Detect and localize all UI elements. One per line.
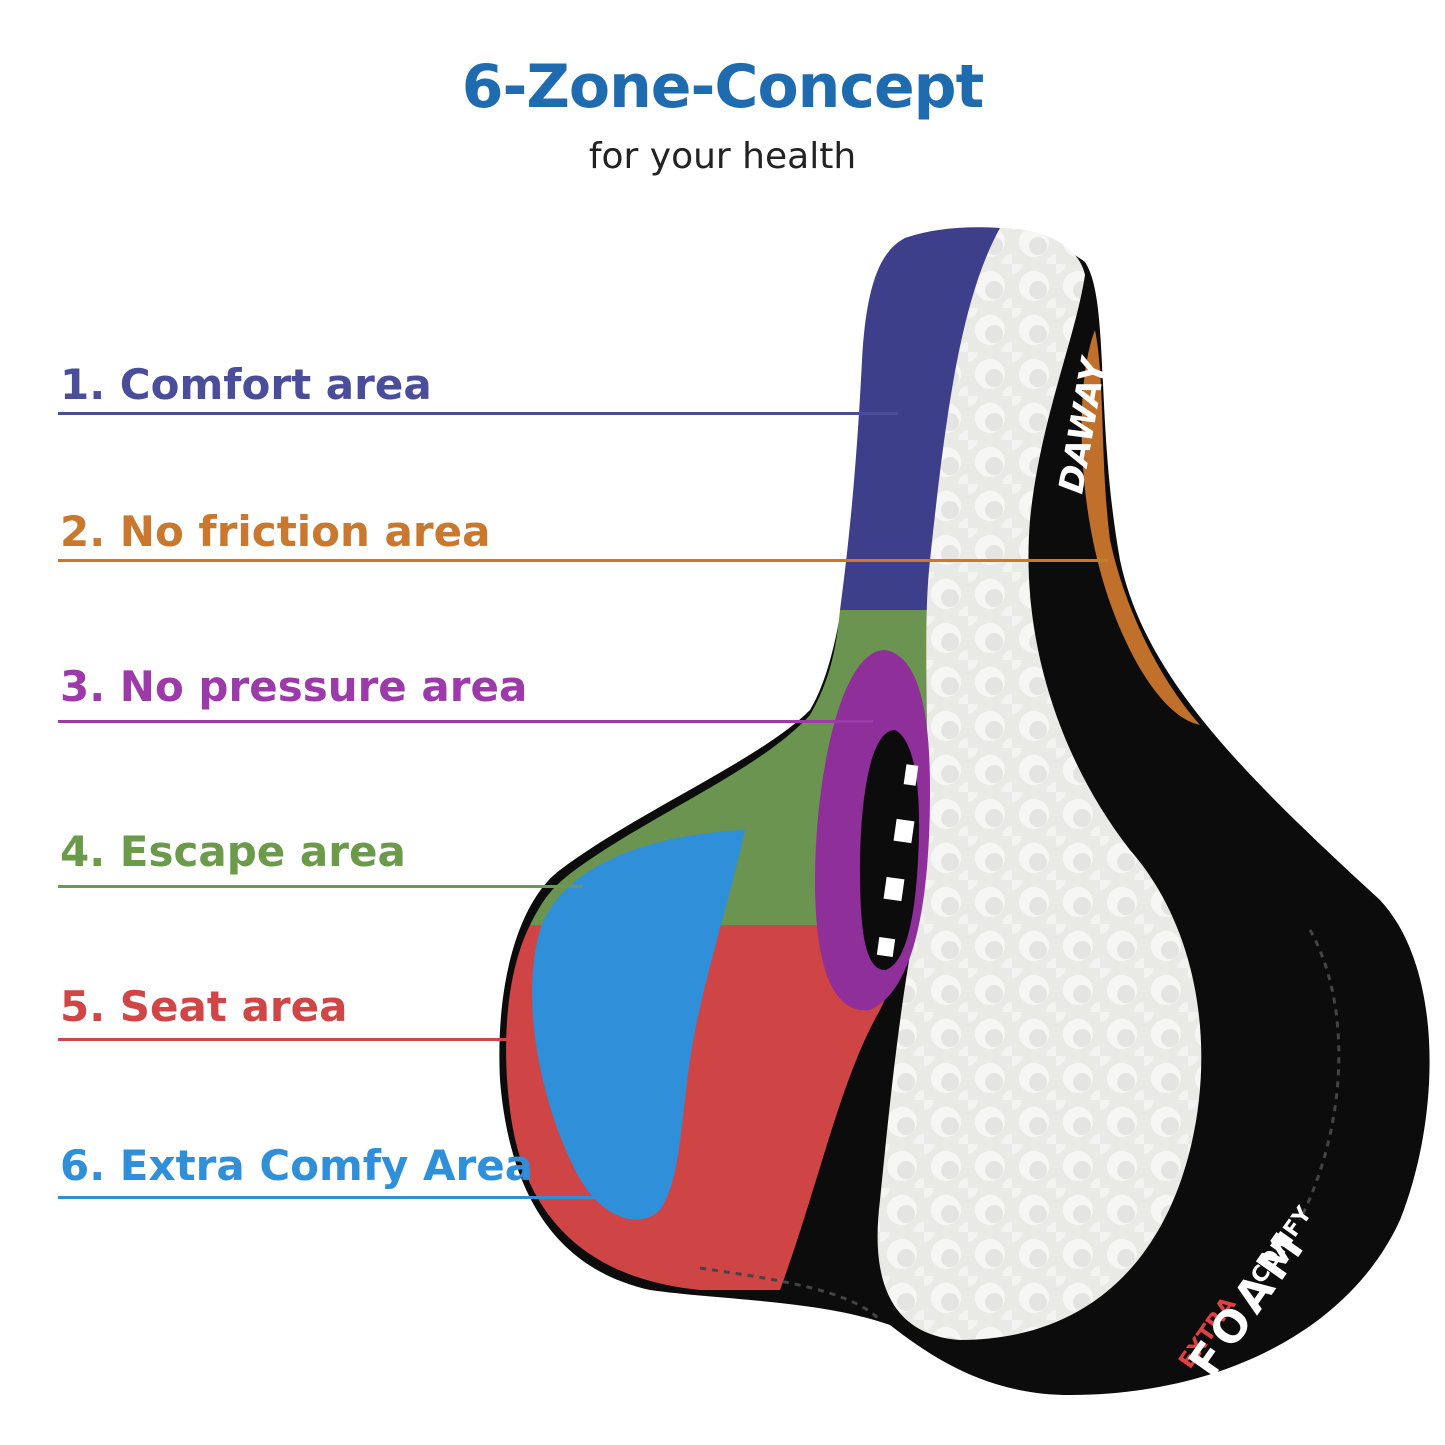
zone-line-comfort [58, 412, 898, 415]
zone-extra-comfy-shape [532, 830, 745, 1220]
zone-label-comfort: 1. Comfort area [60, 360, 432, 409]
zone-line-no-pressure [58, 720, 873, 723]
zone-label-seat: 5. Seat area [60, 982, 348, 1031]
stitch-line [699, 1266, 882, 1322]
zone-no-friction-shape [1081, 330, 1200, 725]
vent-slot [876, 936, 896, 958]
zone-label-escape: 4. Escape area [60, 827, 406, 876]
vent-slot [883, 876, 905, 902]
stitch-line [1298, 929, 1341, 1221]
zone-comfort-shape [840, 227, 1000, 611]
vent-slot [903, 764, 919, 786]
zone-line-seat [58, 1038, 520, 1041]
pressure-cutout [860, 730, 920, 970]
zone-label-extra-comfy: 6. Extra Comfy Area [60, 1141, 534, 1190]
page-subtitle: for your health [588, 136, 857, 177]
saddle-center-foam [877, 228, 1202, 1340]
zone-label-no-pressure: 3. No pressure area [60, 662, 528, 711]
zone-line-escape [58, 885, 583, 888]
zone-line-no-friction [58, 559, 1108, 562]
zone-label-no-friction: 2. No friction area [60, 507, 491, 556]
vent-slot [893, 818, 915, 844]
zone-line-extra-comfy [58, 1196, 623, 1199]
page-title: 6-Zone-Concept [461, 52, 985, 122]
